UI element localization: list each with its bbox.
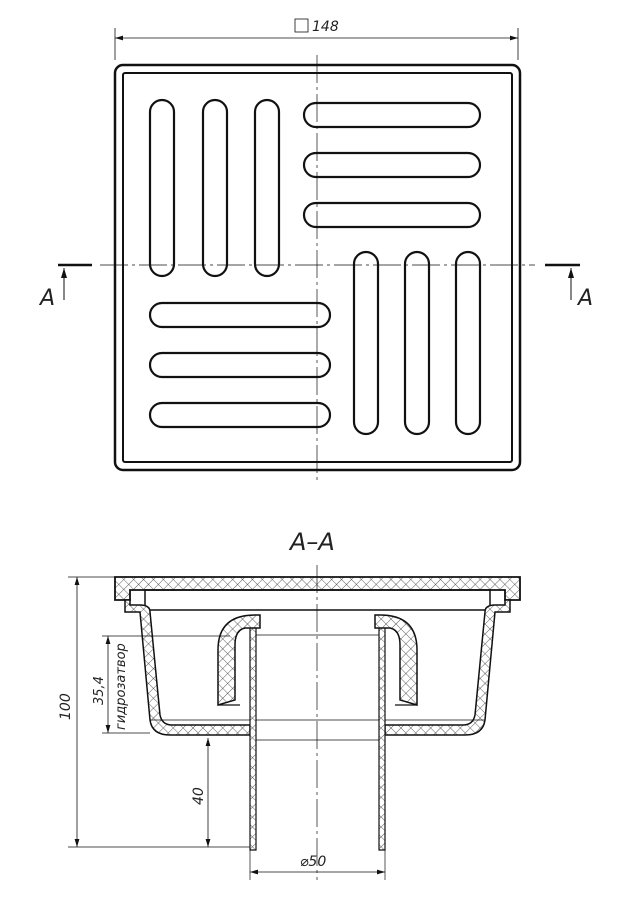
outlet-dimension: 40	[191, 787, 207, 805]
grate-slot	[403, 250, 431, 436]
section-title: A–A	[288, 528, 335, 556]
svg-text:A: A	[38, 286, 55, 311]
grate-slot	[201, 98, 229, 278]
grate-slot	[148, 401, 332, 429]
section-view: 100 35,4 гидрозатвор 40 ⌀50	[58, 565, 521, 880]
svg-text:A: A	[576, 286, 593, 311]
grate-slot	[302, 151, 482, 179]
grate-slot	[302, 201, 482, 229]
top-view-grate: 148 A A	[38, 18, 593, 480]
grate-slot	[302, 101, 482, 129]
square-symbol-icon	[294, 18, 309, 33]
grate-slot	[454, 250, 482, 436]
grate-slots	[148, 98, 482, 436]
diameter-dimension: ⌀50	[300, 854, 326, 870]
size-dimension: 148	[312, 19, 339, 35]
grate-slot	[148, 301, 332, 329]
grate-slot	[148, 351, 332, 379]
section-marker-right: A	[545, 263, 593, 311]
grate-slot	[148, 98, 176, 278]
water-seal-label: гидрозатвор	[114, 643, 129, 730]
seal-dimension: 35,4	[92, 676, 107, 705]
grate-slot	[253, 98, 281, 278]
height-dimension: 100	[58, 693, 74, 720]
section-marker-left: A	[38, 263, 92, 311]
grate-slot	[352, 250, 380, 436]
